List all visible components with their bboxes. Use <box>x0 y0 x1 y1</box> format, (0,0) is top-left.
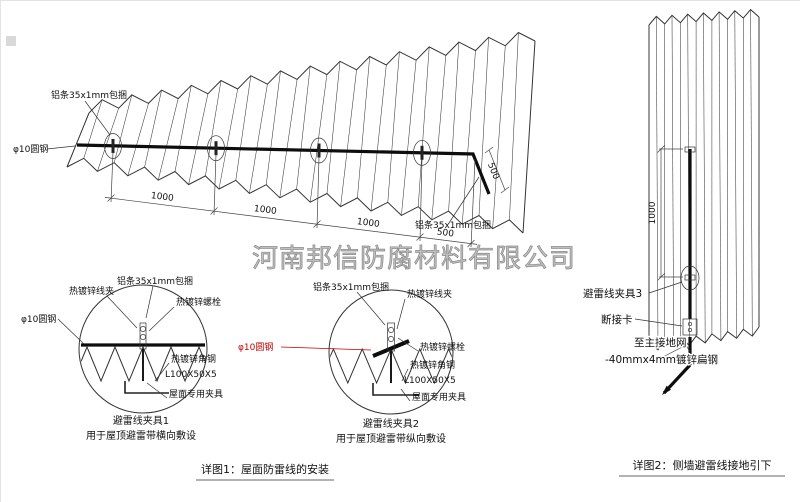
detail1-leaders <box>57 285 175 399</box>
label-disconnect-link: 断接卡 <box>601 313 633 326</box>
label-aluminum-strip-d2: 铝条35x1mm包捆 <box>313 281 389 293</box>
label-angle-steel-d1: 热镀锌角钢 <box>171 353 216 365</box>
label-aluminum-strip-right: 铝条35x1mm包捆 <box>415 219 491 231</box>
label-round-steel-d2: φ10圆钢 <box>238 341 273 353</box>
wall-dimension: 1000 <box>648 145 683 281</box>
label-roof-fixture-d1: 屋面专用夹具 <box>169 388 223 400</box>
detail-circle-2 <box>328 289 454 415</box>
disconnect-link-symbol <box>682 318 698 336</box>
label-angle-steel-d2: 热镀锌角钢 <box>410 359 455 371</box>
dim-label-4: 500 <box>436 227 455 239</box>
roof-annotations: 铝条35x1mm包捆 φ10圆钢 铝条35x1mm包捆 <box>13 89 491 231</box>
label-roof-fixture-d2: 屋面专用夹具 <box>412 391 466 403</box>
detail2-title: 避雷线夹具2 <box>363 417 419 430</box>
ground-arrowhead <box>662 385 671 395</box>
wall-dim-label: 1000 <box>648 201 658 224</box>
detail2-clamp-assembly <box>372 322 419 396</box>
clamp3-highlight <box>680 265 700 291</box>
detail1-clamp-assembly <box>124 322 169 394</box>
wall-clamp-top <box>684 146 696 153</box>
detail1-title: 避雷线夹具1 <box>113 414 169 427</box>
dim-label-side: 500 <box>485 161 501 181</box>
label-round-steel-d1: φ10圆钢 <box>21 313 56 325</box>
caption-detail-2: 详图2：侧墙避雷线接地引下 <box>633 458 772 472</box>
label-angle-spec-d2: L100X50X5 <box>404 376 456 386</box>
detail-view-clamp2: 铝条35x1mm包捆 热镀锌线夹 φ10圆钢 热镀锌螺栓 热镀锌角钢 L100X… <box>238 281 466 445</box>
roof-profile-section-1 <box>80 345 206 383</box>
label-round-steel: φ10圆钢 <box>13 143 48 155</box>
label-clamp3: 避雷线夹具3 <box>583 287 642 300</box>
label-galv-wire-clamp-1: 热镀锌线夹 <box>69 285 114 297</box>
label-galv-bolt-d1: 热镀锌螺栓 <box>176 296 221 308</box>
label-galv-wire-clamp-2: 热镀锌线夹 <box>407 288 452 300</box>
corrugated-sheet <box>66 31 536 234</box>
watermark-text: 河南邦信防腐材料有限公司 <box>252 244 576 274</box>
detail2-leaders <box>280 291 419 402</box>
captions: 详图1：屋面防雷线的安装 详图2：侧墙避雷线接地引下 <box>196 458 785 481</box>
detail-circle-1 <box>78 284 208 414</box>
dimension-chain: 1000 1000 1000 500 500 <box>104 146 510 248</box>
wall-leaders <box>634 281 691 359</box>
dim-label-2: 1000 <box>253 204 277 217</box>
detail2-subtitle: 用于屋顶避雷带纵向敷设 <box>336 432 446 445</box>
lightning-wire <box>76 143 491 195</box>
dim-label-1: 1000 <box>150 191 174 204</box>
detail1-subtitle: 用于屋顶避雷带横向敷设 <box>86 429 196 442</box>
label-flat-steel: -40mmx4mm镀锌扁钢 <box>605 353 718 366</box>
ui-artifact-square <box>6 36 16 46</box>
wall-clamp-3 <box>684 274 696 281</box>
label-galv-bolt-d2: 热镀锌螺栓 <box>420 341 465 353</box>
detail-view-clamp1: 热镀锌线夹 铝条35x1mm包捆 热镀锌螺栓 φ10圆钢 热镀锌角钢 L100X… <box>21 275 223 442</box>
caption-detail-1: 详图1：屋面防雷线的安装 <box>201 462 329 476</box>
corrugated-wall <box>648 8 760 351</box>
lightning-wire-section <box>372 339 410 358</box>
label-angle-spec-d1: L100X50X5 <box>165 370 217 380</box>
roof-isometric-view: 1000 1000 1000 500 500 铝条35x1mm包捆 φ10圆钢 … <box>13 31 536 248</box>
label-aluminum-strip-top: 铝条35x1mm包捆 <box>51 89 127 101</box>
dim-label-3: 1000 <box>356 217 380 230</box>
label-to-main-ground: 至主接地网 <box>634 336 687 349</box>
label-aluminum-strip-d1: 铝条35x1mm包捆 <box>117 275 193 287</box>
wall-elevation-view: 1000 避雷线夹具3 断接卡 至主接地网 -40mmx4mm镀锌扁钢 <box>582 8 760 395</box>
